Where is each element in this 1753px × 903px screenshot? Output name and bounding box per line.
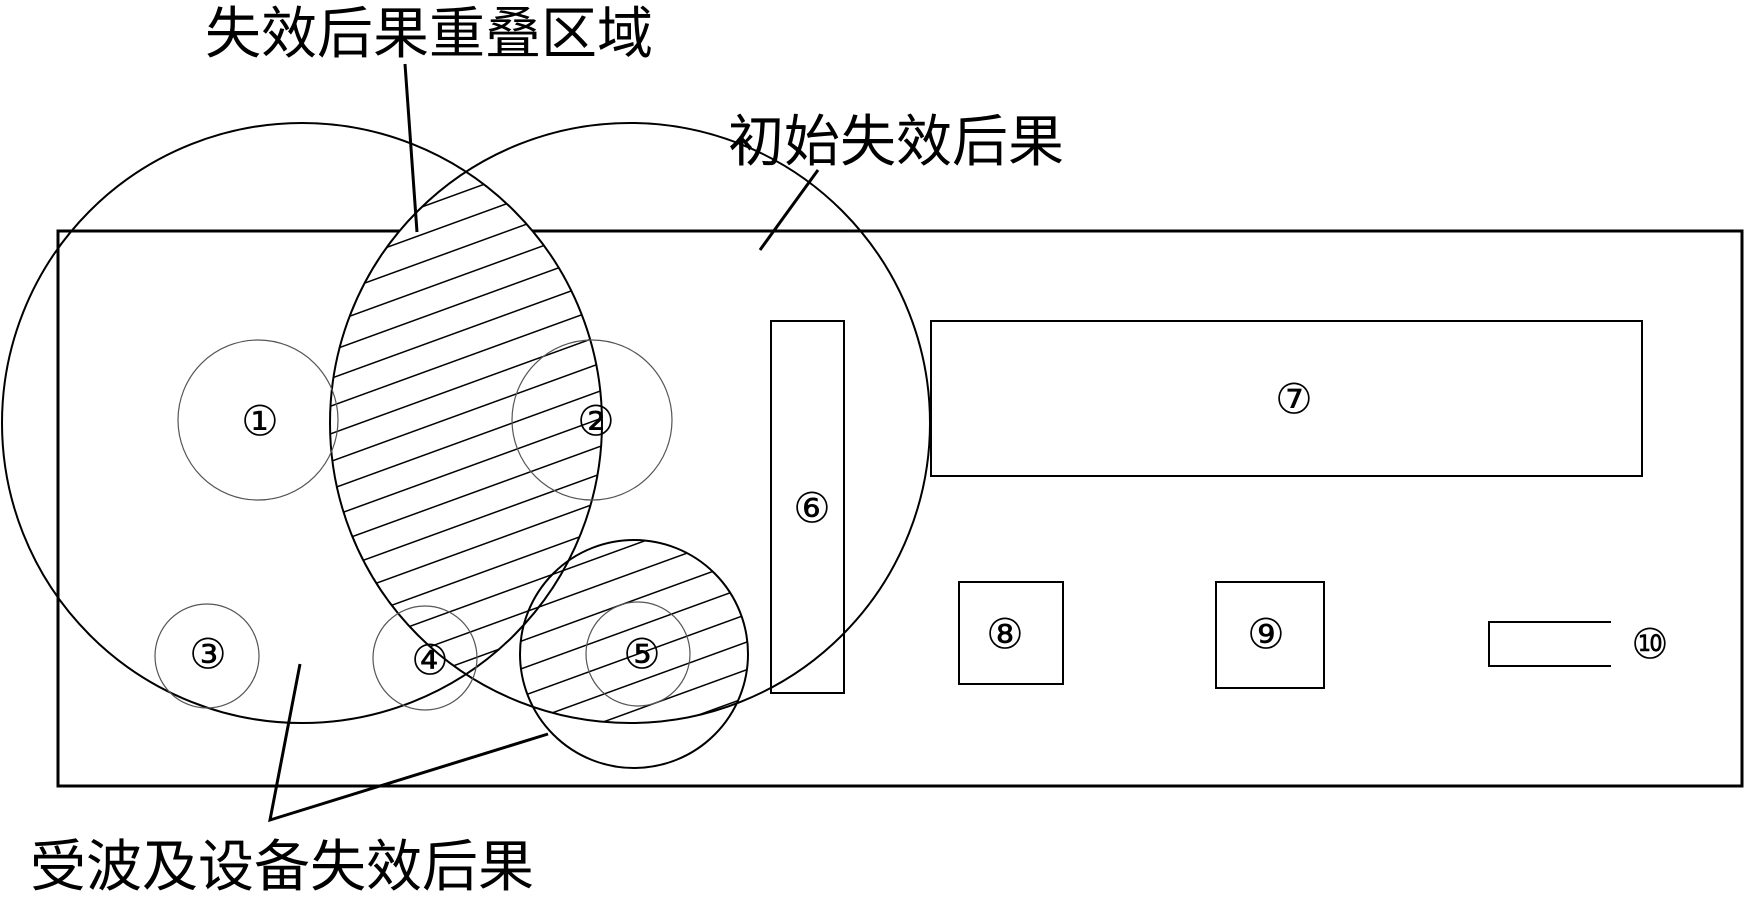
equipment-4-number: ④	[411, 636, 449, 685]
affected-equipment-circle	[519, 539, 749, 769]
equipment-8-number: ⑧	[986, 610, 1024, 659]
equipment-5-number: ⑤	[623, 630, 661, 679]
equipment-3-zone	[154, 603, 260, 709]
overlap-region-label: 失效后果重叠区域	[205, 2, 653, 67]
equipment-6-number: ⑥	[793, 484, 831, 533]
equipment-9-number: ⑨	[1247, 610, 1285, 659]
overlap-hatched-region	[330, 123, 602, 723]
equipment-1-zone	[177, 339, 339, 501]
affected-equipment-label: 受波及设备失效后果	[30, 835, 534, 900]
initial-failure-leader-line	[758, 169, 820, 251]
equipment-3-number: ③	[189, 630, 227, 679]
equipment-2-zone	[511, 339, 673, 501]
overlap-leader-line	[403, 63, 419, 233]
equipment-10-number: ⑩	[1631, 620, 1669, 669]
equipment-7-number: ⑦	[1275, 375, 1313, 424]
equipment-9-box	[1215, 581, 1325, 689]
equipment-1-number: ①	[241, 397, 279, 446]
equipment-10-box	[1488, 621, 1611, 667]
affected-hatched-region	[520, 540, 748, 723]
equipment-2-number: ②	[577, 397, 615, 446]
equipment-4-zone	[372, 605, 478, 711]
affected-leader-line	[268, 663, 549, 823]
equipment-5-zone	[585, 601, 691, 707]
plant-boundary	[56, 229, 1744, 788]
initial-failure-circle-left	[1, 122, 603, 724]
equipment-7-box	[930, 320, 1643, 477]
initial-failure-label: 初始失效后果	[728, 110, 1064, 175]
equipment-8-box	[958, 581, 1064, 685]
equipment-6-box	[770, 320, 845, 694]
